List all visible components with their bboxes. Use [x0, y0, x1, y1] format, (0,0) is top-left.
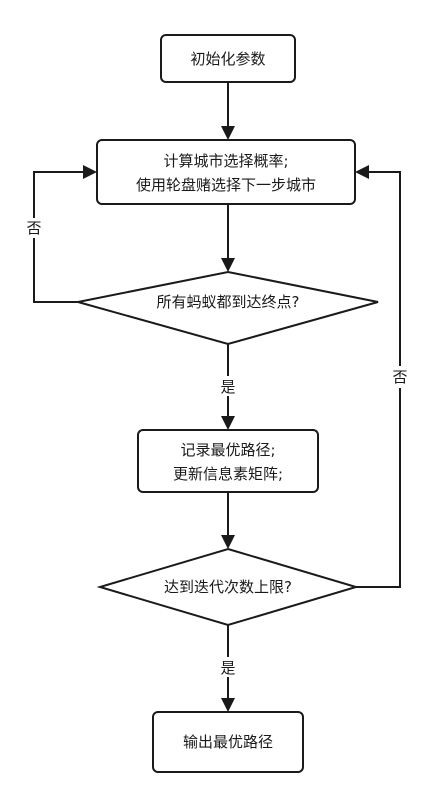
- record-label-line2: 更新信息素矩阵;: [173, 465, 283, 483]
- calc-box: [96, 139, 356, 205]
- arrowhead-down-icon: [221, 416, 235, 430]
- output-box: [152, 711, 304, 773]
- output-label: 输出最优路径: [183, 733, 273, 751]
- arrowhead-left-icon: [355, 165, 369, 179]
- arrowhead-right-icon: [83, 165, 97, 179]
- init-label: 初始化参数: [190, 50, 265, 68]
- record-label-line1: 记录最优路径;: [180, 441, 275, 459]
- edge-label-max-no: 否: [392, 368, 407, 386]
- calc-label-line2: 使用轮盘赌选择下一步城市: [136, 176, 316, 194]
- label-bg: [218, 657, 238, 677]
- edge-label-max-yes: 是: [220, 659, 235, 677]
- calc-label-line1: 计算城市选择概率;: [163, 152, 288, 170]
- arrowhead-down-icon: [221, 698, 235, 712]
- arrowhead-down-icon: [221, 126, 235, 140]
- label-bg: [25, 218, 43, 238]
- edge-label-all-no: 否: [26, 219, 41, 237]
- arrowhead-down-icon: [221, 535, 235, 549]
- check-max-label: 达到迭代次数上限?: [164, 578, 292, 596]
- label-bg: [391, 366, 409, 388]
- check-all-label: 所有蚂蚁都到达终点?: [157, 293, 300, 311]
- edge-label-all-yes: 是: [220, 378, 235, 396]
- label-bg: [218, 376, 238, 396]
- arrowhead-down-icon: [221, 258, 235, 272]
